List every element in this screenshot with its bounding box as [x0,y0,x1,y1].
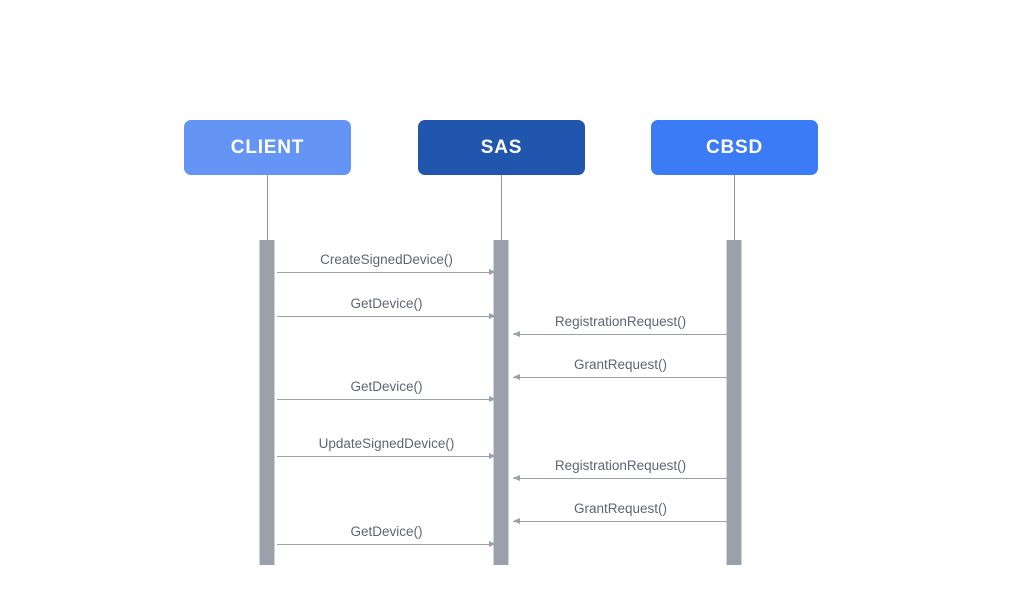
message-label: GetDevice() [350,523,423,539]
message-arrowhead-right-icon [489,452,496,459]
message-line [277,316,496,317]
activation-bar-sas [493,240,509,565]
message-line [277,272,496,273]
message-line [513,478,728,479]
message-label: GetDevice() [350,295,423,311]
diagram-title-text: Device management [384,37,618,65]
participant-box-sas[interactable]: SAS [418,120,585,175]
activation-bar-client [259,240,275,565]
participant-label-sas: SAS [480,137,523,158]
diagram-title-bar: Device management [184,24,818,79]
message-line [277,544,496,545]
message-arrowhead-right-icon [489,540,496,547]
message-line [277,456,496,457]
message-arrowhead-right-icon [489,268,496,275]
message-line [513,521,728,522]
message-line [513,334,728,335]
message-label: RegistrationRequest() [554,313,687,329]
message-arrowhead-left-icon [513,517,520,524]
message-line [277,399,496,400]
activation-bar-cbsd [726,240,742,565]
participant-box-client[interactable]: CLIENT [184,120,351,175]
message-arrowhead-right-icon [489,312,496,319]
message-label: GrantRequest() [573,356,668,372]
message-arrowhead-left-icon [513,330,520,337]
message-arrowhead-right-icon [489,395,496,402]
message-label: RegistrationRequest() [554,457,687,473]
message-label: CreateSignedDevice() [320,251,453,267]
lifeline-client [267,175,268,240]
message-arrowhead-left-icon [513,474,520,481]
message-label: GetDevice() [350,378,423,394]
message-arrowhead-left-icon [513,373,520,380]
message-label: UpdateSignedDevice() [318,435,455,451]
participant-label-cbsd: CBSD [705,137,764,158]
message-label: GrantRequest() [573,500,668,516]
lifeline-cbsd [734,175,735,240]
lifeline-sas [501,175,502,240]
participant-label-client: CLIENT [230,137,305,158]
participant-box-cbsd[interactable]: CBSD [651,120,818,175]
message-line [513,377,728,378]
